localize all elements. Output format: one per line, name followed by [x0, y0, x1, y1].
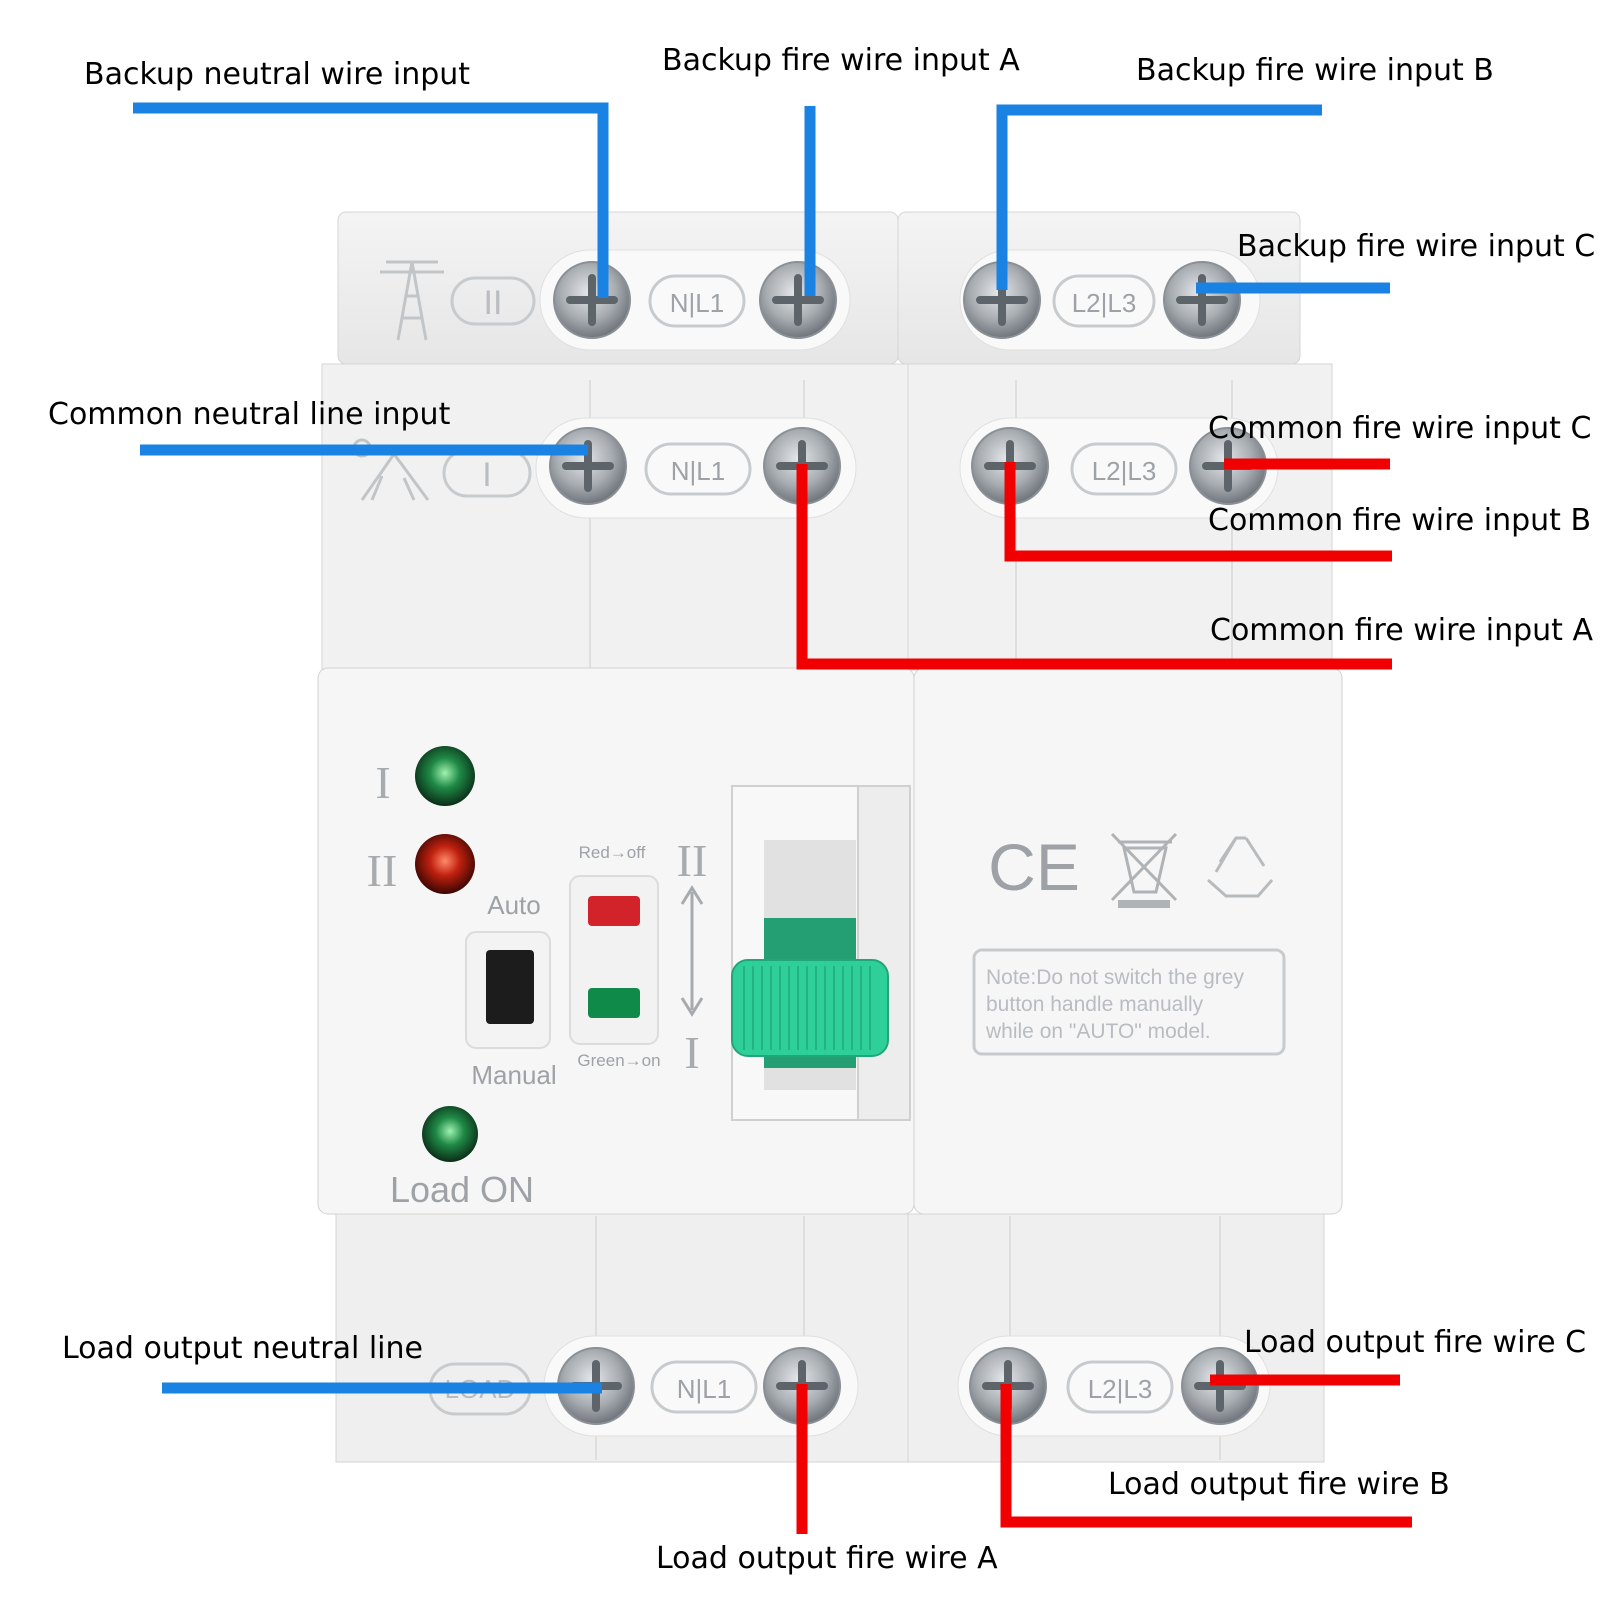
status-green-window — [588, 988, 640, 1018]
led-red-ii — [415, 834, 475, 894]
screw-icon — [759, 261, 837, 339]
auto-manual-switch[interactable] — [486, 950, 534, 1024]
terminal-label-load-l2l3: L2|L3 — [1088, 1374, 1153, 1404]
front-panel-right — [913, 667, 1343, 1215]
weee-bin-icon — [1110, 832, 1178, 908]
led-green-i — [415, 746, 475, 806]
screw-icon — [1163, 261, 1241, 339]
auto-label: Auto — [487, 890, 541, 920]
load-on-label: Load ON — [390, 1169, 534, 1210]
indicator-i-label: I — [375, 757, 390, 808]
label-backup-fire-c: Backup fire wire input C — [1237, 229, 1595, 264]
led-load-on — [422, 1106, 478, 1162]
ce-mark: CE — [988, 830, 1080, 904]
scale-i-label: I — [684, 1027, 699, 1078]
source-i-mark: I — [482, 456, 491, 494]
leader-common-fire-b — [1004, 462, 1392, 562]
label-common-fire-c: Common fire wire input C — [1208, 411, 1591, 446]
label-common-fire-b: Common fire wire input B — [1208, 503, 1591, 538]
manual-label: Manual — [471, 1060, 556, 1090]
leader-common-fire-a — [796, 464, 1392, 670]
status-red-window — [588, 896, 640, 926]
green-on-label: Green→on — [577, 1051, 660, 1070]
label-common-fire-a: Common fire wire input A — [1210, 613, 1593, 648]
terminal-label-backup-nl1: N|L1 — [670, 288, 724, 318]
leader-load-fire-b — [1000, 1384, 1412, 1528]
leader-backup-neutral — [133, 102, 609, 298]
terminal-label-backup-l2l3: L2|L3 — [1072, 288, 1137, 318]
note-line-1: Note:Do not switch the grey — [986, 966, 1244, 989]
terminal-label-load-nl1: N|L1 — [677, 1374, 731, 1404]
screw-icon — [553, 261, 631, 339]
leader-backup-fire-b — [996, 104, 1322, 290]
pylon-icon — [380, 260, 444, 341]
label-backup-fire-b: Backup fire wire input B — [1136, 53, 1494, 88]
note-line-2: button handle manually — [986, 993, 1204, 1016]
terminal-label-common-nl1: N|L1 — [671, 456, 725, 486]
screw-icon — [549, 427, 627, 505]
screw-icon — [1181, 1347, 1259, 1425]
label-load-fire-c: Load output fire wire C — [1244, 1325, 1586, 1360]
red-off-label: Red→off — [579, 843, 646, 862]
terminal-label-common-l2l3: L2|L3 — [1092, 456, 1157, 486]
label-backup-neutral: Backup neutral wire input — [84, 57, 470, 92]
switch-handle[interactable] — [731, 959, 889, 1057]
source-ii-mark: II — [484, 284, 503, 322]
scale-ii-label: II — [677, 835, 708, 886]
switch-device: II I N|L1 L2|L3 N|L1 L2|L3 LOAD N|L1 L2|… — [317, 211, 1343, 1463]
recycle-icon — [1207, 836, 1274, 898]
note-box — [972, 948, 1286, 1056]
note-line-3: while on "AUTO" model. — [985, 1020, 1211, 1043]
label-load-fire-b: Load output fire wire B — [1108, 1467, 1450, 1502]
indicator-ii-label: II — [367, 845, 398, 896]
label-load-fire-a: Load output fire wire A — [656, 1541, 998, 1576]
label-load-neutral: Load output neutral line — [62, 1331, 423, 1366]
label-backup-fire-a: Backup fire wire input A — [662, 43, 1020, 78]
label-common-neutral: Common neutral line input — [48, 397, 451, 432]
